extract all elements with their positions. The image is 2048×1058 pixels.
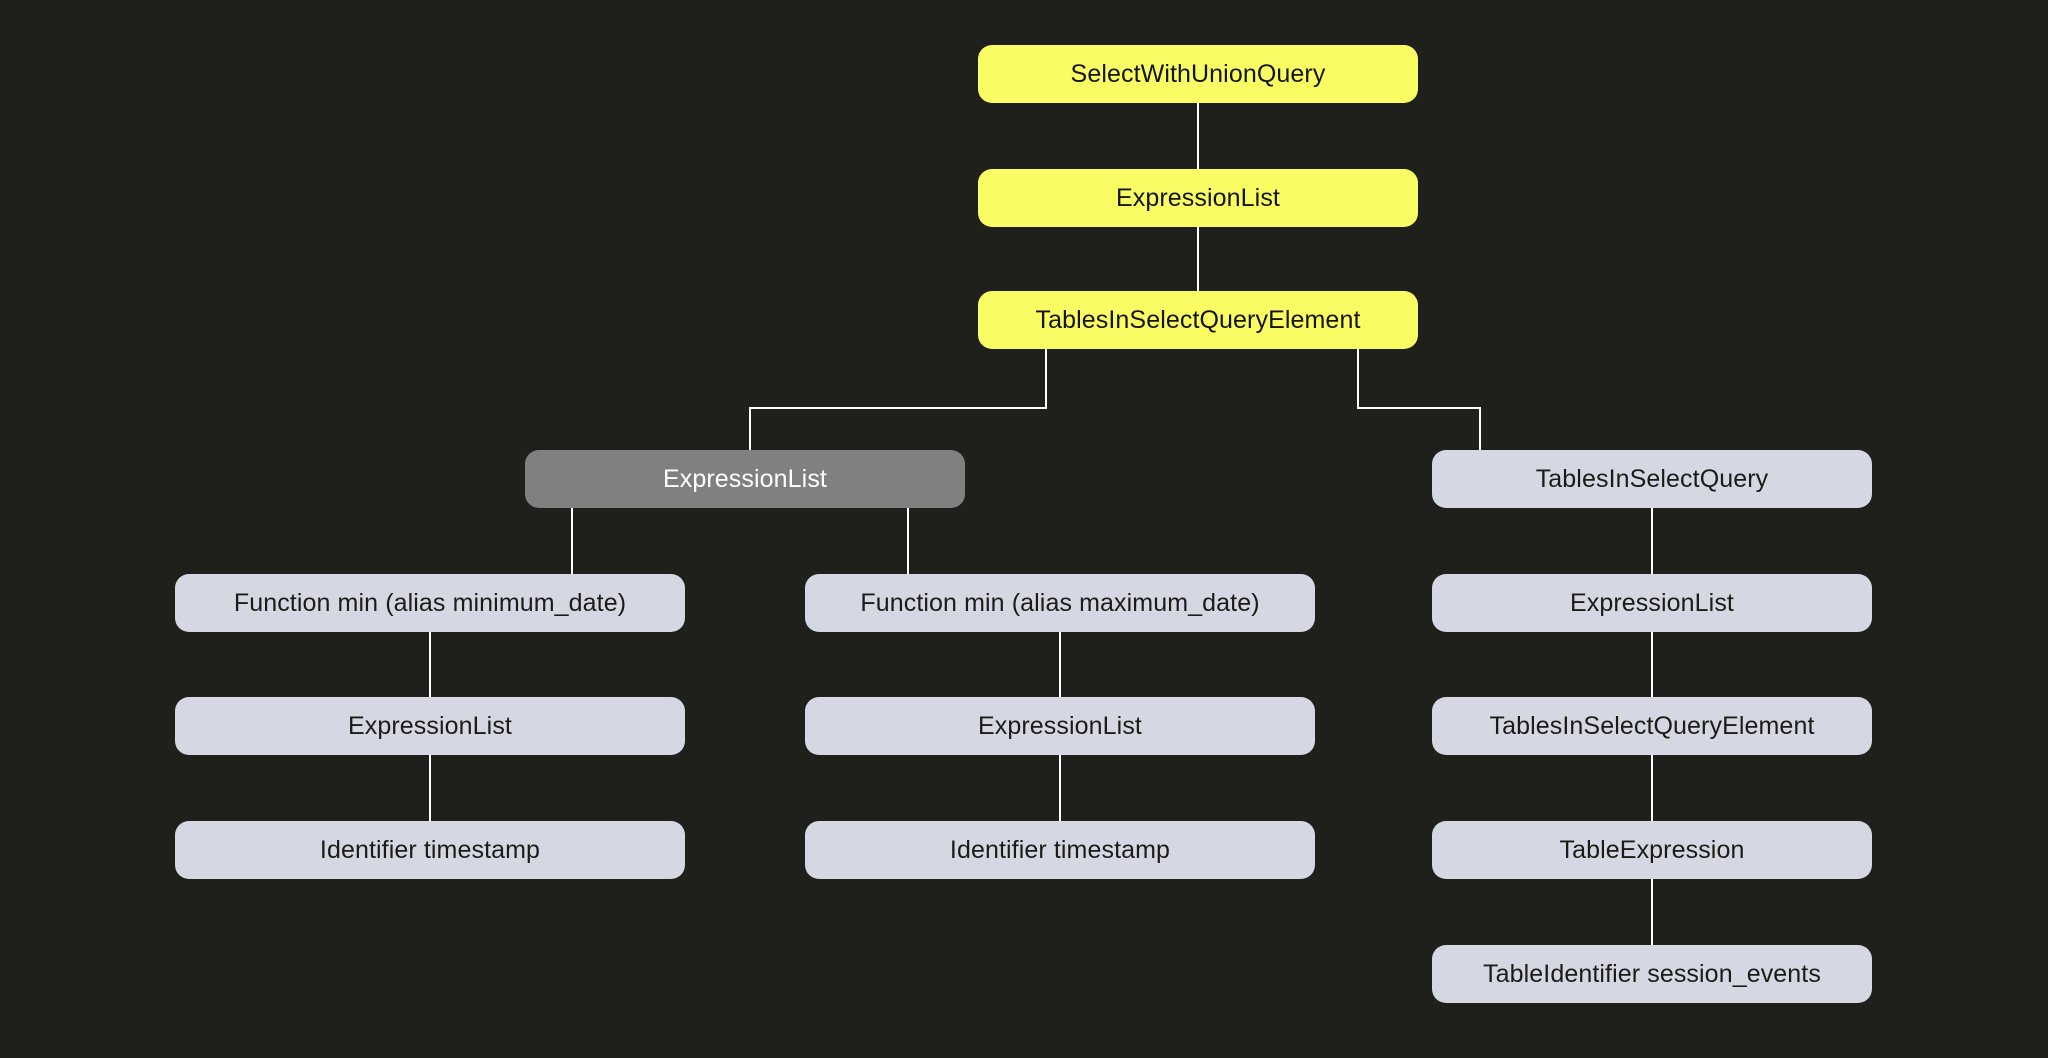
tree-node-n11[interactable]: Identifier timestamp: [175, 821, 685, 879]
tree-node-n12[interactable]: Identifier timestamp: [805, 821, 1315, 879]
tree-node-label: ExpressionList: [1570, 588, 1734, 617]
tree-node-label: TableIdentifier session_events: [1483, 959, 1821, 988]
tree-node-label: SelectWithUnionQuery: [1070, 59, 1326, 88]
tree-node-n8[interactable]: ExpressionList: [175, 697, 685, 755]
tree-node-n1[interactable]: ExpressionList: [978, 169, 1418, 227]
tree-node-n2[interactable]: TablesInSelectQueryElement: [978, 291, 1418, 349]
tree-node-n4[interactable]: TablesInSelectQuery: [1432, 450, 1872, 508]
tree-node-label: Identifier timestamp: [949, 835, 1171, 864]
tree-node-n9[interactable]: ExpressionList: [805, 697, 1315, 755]
tree-node-label: TableExpression: [1559, 835, 1745, 864]
tree-node-label: TablesInSelectQuery: [1535, 464, 1769, 493]
tree-node-n10[interactable]: TablesInSelectQueryElement: [1432, 697, 1872, 755]
tree-node-n0[interactable]: SelectWithUnionQuery: [978, 45, 1418, 103]
tree-node-label: Function min (alias maximum_date): [860, 588, 1260, 617]
tree-node-label: Function min (alias minimum_date): [233, 588, 627, 617]
tree-node-label: TablesInSelectQueryElement: [1035, 305, 1361, 334]
tree-node-label: ExpressionList: [1116, 183, 1280, 212]
tree-node-label: TablesInSelectQueryElement: [1489, 711, 1815, 740]
tree-node-n14[interactable]: TableIdentifier session_events: [1432, 945, 1872, 1003]
tree-node-n3[interactable]: ExpressionList: [525, 450, 965, 508]
tree-node-label: ExpressionList: [348, 711, 512, 740]
tree-node-n6[interactable]: Function min (alias maximum_date): [805, 574, 1315, 632]
tree-node-label: Identifier timestamp: [319, 835, 541, 864]
tree-node-label: ExpressionList: [663, 464, 827, 493]
tree-node-n7[interactable]: ExpressionList: [1432, 574, 1872, 632]
tree-node-n13[interactable]: TableExpression: [1432, 821, 1872, 879]
tree-node-n5[interactable]: Function min (alias minimum_date): [175, 574, 685, 632]
tree-node-label: ExpressionList: [978, 711, 1142, 740]
